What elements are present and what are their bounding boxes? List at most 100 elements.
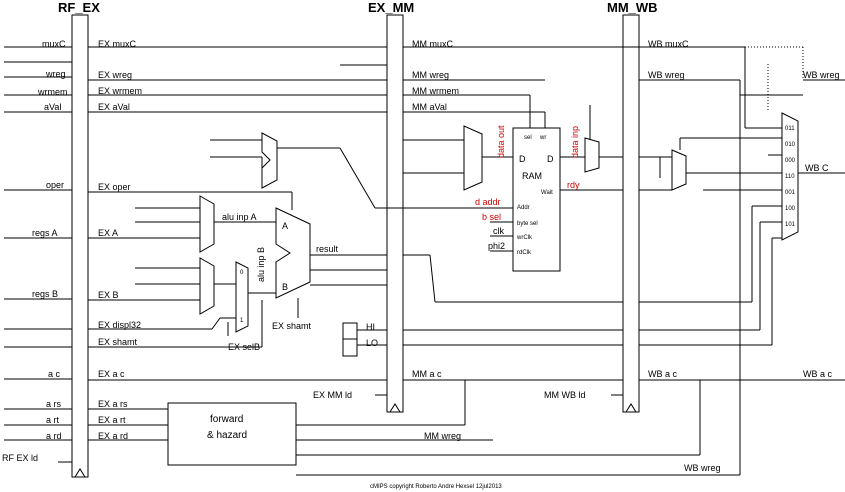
input-wires (4, 46, 72, 463)
ram-wrclk: wrClk (516, 235, 533, 241)
alu-block (275, 207, 311, 299)
input-wrmem: wrmem (37, 87, 68, 97)
ram-phi2-label: phi2 (488, 241, 505, 251)
ram-bytesel: byte sel (517, 221, 538, 227)
input-muxc: muxC (42, 39, 66, 49)
ex-ars: EX a rs (98, 399, 128, 409)
forward-hazard-unit (167, 402, 297, 466)
ex-aval: EX aVal (98, 102, 130, 112)
input-ard: a rd (46, 431, 62, 441)
wb-ac: WB a c (648, 369, 678, 379)
ex-muxc: EX muxC (98, 39, 137, 49)
rf-ex-register (71, 14, 89, 478)
ram-b-sel-label: b sel (482, 212, 501, 222)
mm-wb-title: MM_WB (607, 0, 658, 15)
wb-mux-code-5: 100 (785, 206, 796, 212)
input-wreg: wreg (45, 69, 66, 79)
alu-inp-a: alu inp A (222, 212, 257, 222)
wb-ac-out: WB a c (803, 369, 833, 379)
wb-muxc: WB muxC (648, 39, 689, 49)
ex-selb: EX selB (228, 342, 260, 352)
alu-a-mux (199, 195, 215, 253)
wb-dotted-wires (745, 46, 804, 112)
ram-rdy-label: rdy (567, 180, 580, 190)
mm-wb-ld: MM WB ld (544, 390, 586, 400)
ex-disp32: EX displ32 (98, 320, 141, 330)
ex-oper: EX oper (98, 182, 131, 192)
input-regs-a: regs A (32, 228, 58, 238)
ex-b: EX B (98, 290, 119, 300)
wb-wreg-out: WB wreg (803, 70, 840, 80)
mm-wreg-fwd: MM wreg (424, 431, 461, 441)
mm-data-mux (463, 125, 483, 191)
ram-wr: wr (539, 135, 546, 141)
lo-label: LO (366, 338, 378, 348)
wb-mux-code-6: 101 (785, 222, 796, 228)
hi-lo-register (342, 322, 358, 357)
ram-wait: Wait (541, 190, 553, 196)
ex-mm-ld: EX MM ld (313, 390, 352, 400)
mm-aval: MM aVal (412, 102, 447, 112)
wb-mux-code-1: 010 (785, 142, 796, 148)
input-art: a rt (46, 415, 60, 425)
input-ars: a rs (46, 399, 62, 409)
mm-wrmem: MM wrmem (412, 86, 459, 96)
ex-ac: EX a c (98, 369, 125, 379)
ram-name: RAM (522, 171, 542, 181)
wb-mux-code-4: 001 (785, 190, 796, 196)
input-rf-ex-ld: RF EX ld (2, 453, 38, 463)
mm-wreg: MM wreg (412, 70, 449, 80)
ram-data-out-label: data out (496, 125, 506, 158)
selb-mux (235, 261, 249, 333)
wb-pre-mux (671, 149, 687, 191)
ex-shamt-alu: EX shamt (272, 321, 312, 331)
ram-clk-label: clk (493, 226, 504, 236)
input-aval: aVal (44, 102, 61, 112)
ram-block (512, 127, 561, 272)
wb-mux-codes: 011 010 000 110 001 100 101 (785, 126, 796, 228)
hi-label: HI (366, 322, 375, 332)
footer-copyright: cMIPS copyright Roberto Andre Hexsel 12j… (370, 484, 502, 490)
ram-data-inp-label: data inp (570, 126, 580, 158)
mm-stage-wires (296, 46, 782, 441)
ex-stage-wires (88, 46, 387, 441)
wb-mux-code-2: 000 (785, 158, 796, 164)
forward-label: forward (210, 414, 243, 425)
alu-inp-b: alu inp B (256, 247, 266, 282)
wb-mux-code-3: 110 (785, 174, 795, 180)
wb-result-mux (781, 112, 799, 241)
ram-sel: sel (524, 135, 532, 141)
hazard-label: & hazard (207, 430, 247, 441)
ex-wreg: EX wreg (98, 70, 132, 80)
ex-mm-register (386, 14, 404, 413)
ex-shamt: EX shamt (98, 337, 138, 347)
alu-port-a: A (282, 221, 288, 231)
ram-d-addr-label: d addr (475, 197, 501, 207)
input-ac: a c (48, 369, 61, 379)
wb-mux-code-0: 011 (785, 126, 795, 132)
mm-out-buffer (584, 137, 600, 173)
ex-forward-mux (261, 132, 278, 189)
wb-wreg-bottom: WB wreg (684, 463, 721, 473)
mm-ac: MM a c (412, 369, 442, 379)
ex-wrmem: EX wrmem (98, 86, 142, 96)
ram-rdclk: rdClk (517, 250, 532, 256)
ex-mm-title: EX_MM (368, 0, 414, 15)
ex-art: EX a rt (98, 415, 126, 425)
ex-ard: EX a rd (98, 431, 128, 441)
wb-stage-wires (296, 46, 845, 476)
ram-addr: Addr (517, 205, 530, 211)
ex-a: EX A (98, 228, 118, 238)
mm-wb-register (622, 14, 640, 413)
alu-result: result (316, 244, 339, 254)
input-regs-b: regs B (32, 289, 58, 299)
wb-c: WB C (805, 163, 829, 173)
mm-muxc: MM muxC (412, 39, 453, 49)
ram-d-out: D (547, 154, 554, 164)
input-oper: oper (46, 180, 64, 190)
alu-port-b: B (282, 282, 288, 292)
alu-b-mux (199, 257, 215, 315)
rf-ex-title: RF_EX (58, 0, 100, 15)
selb-mux-1: 1 (240, 318, 244, 324)
